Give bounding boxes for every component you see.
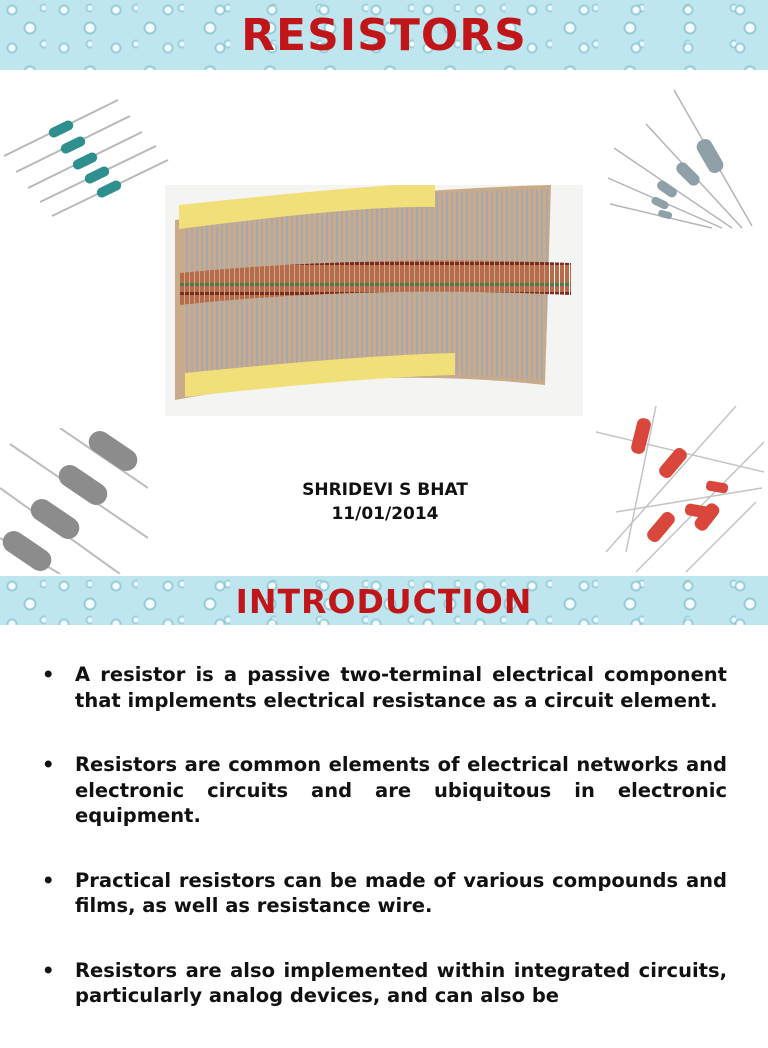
bullet-icon: • xyxy=(42,753,55,776)
bullet-item: • Resistors are common elements of electr… xyxy=(42,752,727,829)
introduction-banner: INTRODUCTION xyxy=(0,576,768,625)
title-banner: RESISTORS xyxy=(0,0,768,70)
author-block: SHRIDEVI S BHAT 11/01/2014 xyxy=(220,478,550,526)
bullet-icon: • xyxy=(42,958,55,982)
introduction-title: INTRODUCTION xyxy=(235,582,533,621)
bullet-text: Resistors are common elements of electri… xyxy=(75,753,727,827)
bullet-icon: • xyxy=(42,868,55,892)
bullet-item: • A resistor is a passive two-terminal el… xyxy=(42,662,727,713)
introduction-bullet-list: • A resistor is a passive two-terminal el… xyxy=(42,662,727,1048)
bullet-text: Resistors are also implemented within in… xyxy=(75,958,727,1008)
bullet-item: • Resistors are also implemented within i… xyxy=(42,958,727,1009)
red-resistors-image xyxy=(596,402,764,574)
bullet-icon: • xyxy=(42,663,55,686)
bullet-text: A resistor is a passive two-terminal ele… xyxy=(75,663,727,712)
bullet-text: Practical resistors can be made of vario… xyxy=(75,868,727,918)
grey-resistors-image xyxy=(0,428,148,574)
tan-resistors-image xyxy=(602,88,768,233)
presentation-date: 11/01/2014 xyxy=(331,504,439,524)
author-name: SHRIDEVI S BHAT xyxy=(302,480,468,500)
teal-resistors-image xyxy=(0,92,172,222)
bullet-item: • Practical resistors can be made of vari… xyxy=(42,868,727,919)
resistor-tape-strip-image xyxy=(165,185,583,416)
slide-title: RESISTORS xyxy=(241,10,527,61)
